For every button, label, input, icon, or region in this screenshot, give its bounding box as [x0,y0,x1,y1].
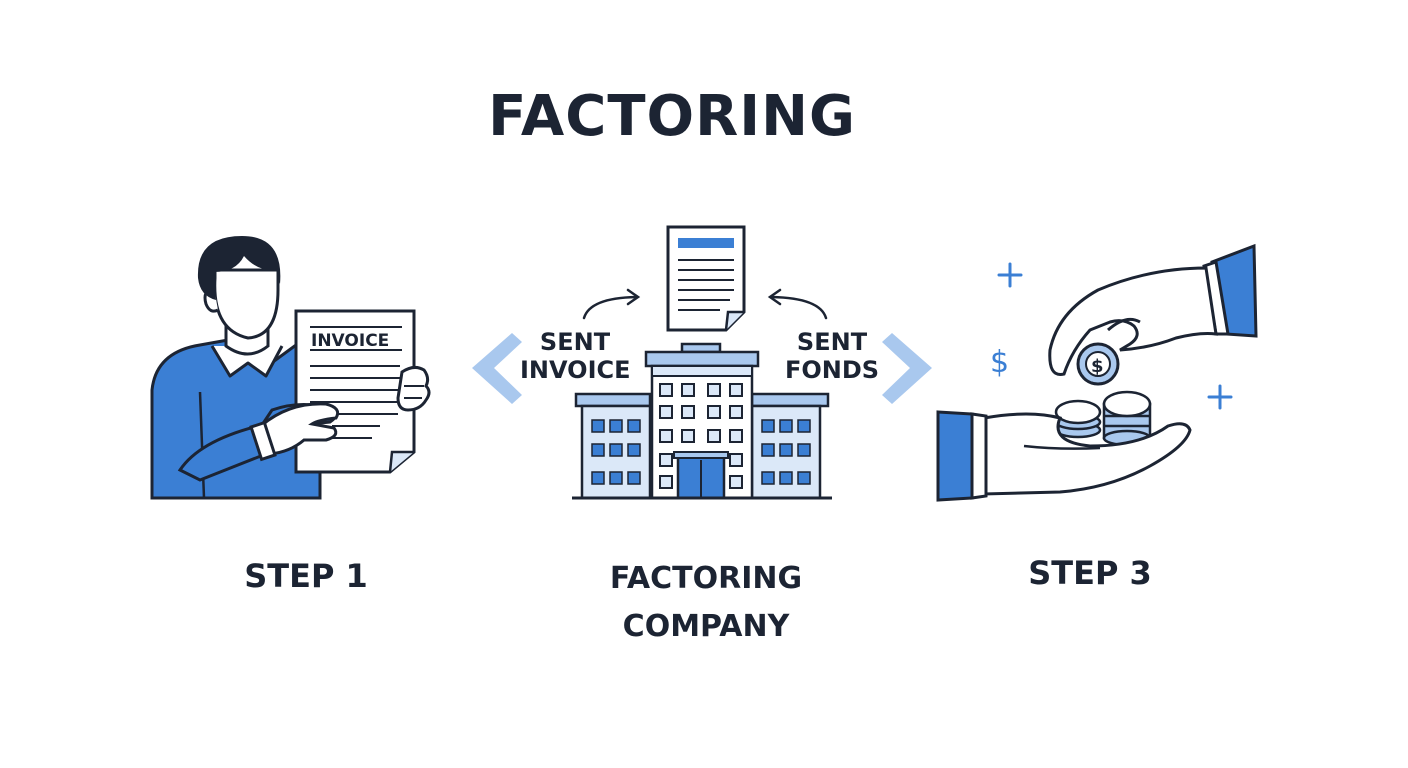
hands-with-coins-icon: $ [936,243,1258,502]
curved-arrow-icon [767,288,828,320]
curved-arrow-icon [582,288,641,320]
plus-sparkle-icon [1207,384,1233,410]
company-label-line2: COMPANY [622,609,790,644]
document-icon [666,225,746,332]
invoice-label: INVOICE [311,331,389,351]
office-building-icon [572,342,832,500]
step-3-label: STEP 3 [1028,554,1152,592]
sent-fonds-line1: SENT [796,328,868,356]
plus-sparkle-icon [997,262,1023,288]
right-chevron-icon [882,333,932,404]
sent-fonds-label: SENT FONDS [776,328,888,384]
coin-symbol: $ [1091,356,1104,377]
step-1-label: STEP 1 [244,557,368,595]
sent-invoice-line2: INVOICE [520,356,631,384]
left-chevron-icon [472,333,522,404]
page-title: FACTORING [488,84,856,149]
sent-invoice-line1: SENT [539,328,611,356]
sent-fonds-line2: FONDS [784,356,880,384]
factoring-company-label: FACTORING COMPANY [566,555,846,651]
sent-invoice-label: SENT INVOICE [520,328,631,384]
person-with-invoice-icon: INVOICE [150,236,431,500]
company-label-line1: FACTORING [609,561,803,596]
dollar-sign-icon: $ [990,345,1009,380]
